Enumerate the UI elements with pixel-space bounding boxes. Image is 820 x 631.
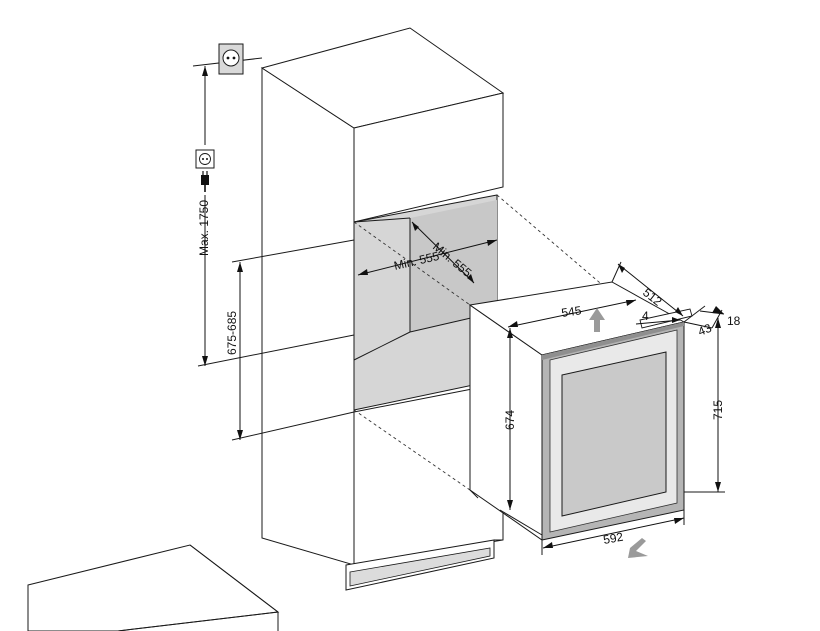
wall-socket-icon bbox=[218, 43, 244, 75]
airflow-arrow-front-icon bbox=[628, 538, 648, 558]
unit-height-label: 674 bbox=[503, 410, 517, 430]
airflow-arrow-up-icon bbox=[589, 308, 605, 332]
socket-icon bbox=[195, 149, 215, 169]
dimension-front-width: 592 bbox=[541, 510, 685, 555]
gap-label: 4 bbox=[642, 309, 649, 323]
dimension-max-height: Max. 1750 bbox=[197, 66, 211, 366]
door-depth-label: 43 bbox=[696, 321, 714, 339]
niche-height-label: 675-685 bbox=[225, 311, 239, 355]
unit-width-label: 545 bbox=[560, 303, 582, 320]
dimension-unit-width: 545 bbox=[507, 299, 637, 328]
max-height-label: Max. 1750 bbox=[197, 200, 211, 256]
total-height-label: 715 bbox=[711, 400, 725, 420]
dimension-total-height: 715 bbox=[684, 318, 725, 493]
front-width-label: 592 bbox=[602, 530, 624, 547]
dimension-gap: 4 bbox=[635, 309, 681, 325]
dimension-unit-height: 674 bbox=[503, 328, 517, 510]
dimension-handle-depth: 18 bbox=[699, 306, 741, 328]
niche-extension-lines bbox=[192, 57, 355, 441]
countertop bbox=[27, 544, 280, 631]
handle-depth-label: 18 bbox=[727, 314, 741, 328]
dimension-door-depth: 43 bbox=[683, 305, 723, 339]
dimension-niche-height: 675-685 bbox=[225, 262, 243, 440]
tall-cabinet bbox=[260, 27, 505, 591]
plug-icon bbox=[201, 171, 209, 192]
wine-cooler bbox=[468, 281, 693, 541]
